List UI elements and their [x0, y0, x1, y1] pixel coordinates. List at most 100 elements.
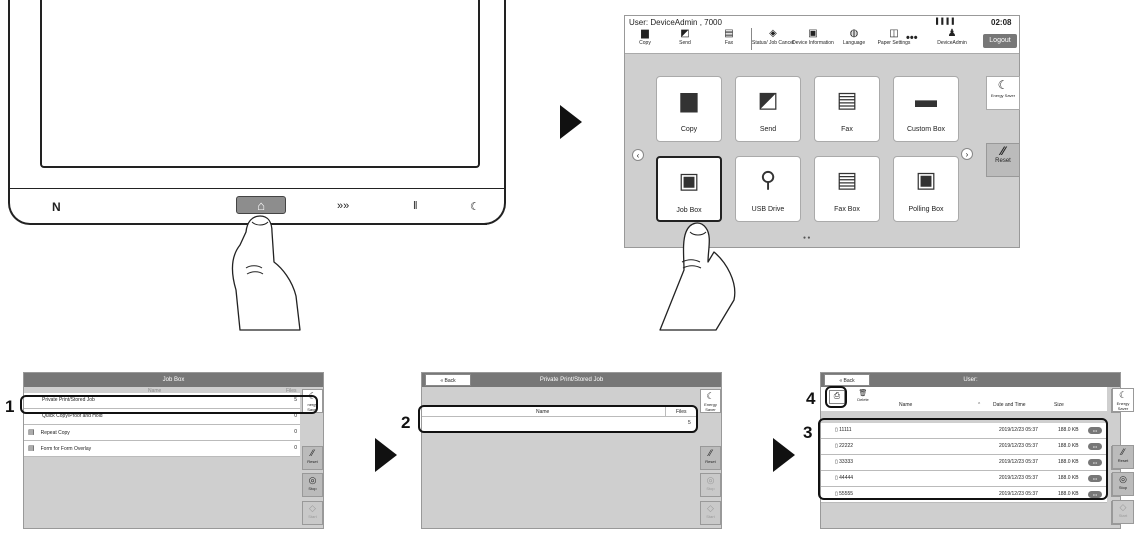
stop-button[interactable]: ◎Stop [302, 473, 323, 497]
print-button[interactable]: ⎙ [829, 390, 845, 404]
energy-saver-button[interactable]: ☾Energy Saver [700, 389, 721, 413]
step-arrow-icon [560, 105, 582, 139]
panel-key-line [451, 224, 487, 225]
start-icon: ◇ [707, 503, 714, 513]
start-button[interactable]: ◇Start [700, 501, 721, 525]
tile-polling-box[interactable]: ▣Polling Box [893, 156, 959, 222]
document-icon: ▯ [835, 443, 840, 449]
toolbar-paper-settings[interactable]: ◫Paper Settings [872, 28, 916, 46]
panel-touch-screen [40, 0, 480, 168]
tile-fax-box[interactable]: ▤Fax Box [814, 156, 880, 222]
nfc-icon: N [52, 200, 61, 214]
tile-fax[interactable]: ▤Fax [814, 76, 880, 142]
callout-box-1 [20, 395, 318, 414]
toolbar-device-info[interactable]: ▣Device Information [792, 28, 834, 46]
tile-usb-drive[interactable]: ⚲USB Drive [735, 156, 801, 222]
usb-icon: ⚲ [759, 167, 777, 192]
callout-box-2 [418, 405, 698, 433]
user-label: User: DeviceAdmin , 7000 [629, 18, 722, 27]
start-button[interactable]: ◇Start [302, 501, 323, 525]
copy-icon: ▆ [680, 87, 698, 112]
toolbar-fax[interactable]: ▤Fax [707, 28, 751, 46]
callout-box-3 [818, 418, 1108, 500]
fax-icon: ▤ [836, 87, 858, 112]
screen-title: Private Print/Stored Job [422, 373, 721, 387]
reset-icon: ⁄⁄ [310, 448, 314, 458]
start-icon: ◇ [309, 503, 316, 513]
reset-icon: ⁄⁄ [708, 448, 712, 458]
back-button[interactable]: « Back [425, 374, 471, 386]
toolbar-user[interactable]: ♟DeviceAdmin [930, 28, 974, 46]
chevron-right-icon[interactable]: › [961, 148, 973, 160]
home-key[interactable]: ⌂ [236, 196, 286, 214]
folder-icon: ▬ [915, 87, 937, 112]
chevron-left-icon[interactable]: ‹ [632, 149, 644, 161]
more-icon: ••• [1088, 459, 1102, 466]
panel-divider [10, 188, 504, 189]
reset-button[interactable]: ⁄⁄Reset [986, 143, 1020, 177]
tile-copy[interactable]: ▆Copy [656, 76, 722, 142]
energy-saver-key-icon[interactable]: ☾ [470, 201, 480, 213]
toolbar-separator [751, 28, 752, 50]
status-icon: ◈ [769, 28, 777, 39]
panel-key-line [383, 224, 449, 225]
finger-left [231, 215, 301, 331]
document-icon: ▯ [835, 475, 840, 481]
toolbar-send[interactable]: ◩Send [663, 28, 707, 46]
more-icon: ••• [1088, 475, 1102, 482]
more-icon[interactable]: ••• [906, 32, 918, 44]
language-icon: ◍ [849, 28, 859, 39]
sort-icon[interactable]: ⌃ [977, 402, 982, 408]
send-icon: ◩ [757, 87, 779, 112]
start-button[interactable]: ◇Start [1112, 500, 1134, 524]
toolbar-status[interactable]: ◈Status/ Job Cancel [752, 28, 794, 46]
signal-icon: ▌▌▌▌ [936, 19, 958, 25]
screen-title: Job Box [24, 373, 323, 387]
tile-send[interactable]: ◩Send [735, 76, 801, 142]
col-files: Files [286, 388, 297, 394]
reset-icon: ⁄⁄ [1000, 144, 1005, 158]
callout-number: 4 [806, 389, 816, 408]
document-icon: ▯ [835, 427, 840, 433]
col-date[interactable]: Date and Time [993, 402, 1026, 408]
reset-button[interactable]: ⁄⁄Reset [1112, 445, 1134, 469]
panel-key-line [310, 224, 378, 225]
tile-custom-box[interactable]: ▬Custom Box [893, 76, 959, 142]
col-files: Files [676, 409, 687, 415]
step-arrow-icon [375, 438, 397, 472]
energy-saver-button[interactable]: ☾Energy Saver [1112, 388, 1134, 412]
toolbar-language[interactable]: ◍Language [832, 28, 876, 46]
stop-button[interactable]: ◎Stop [1112, 472, 1134, 496]
reset-button[interactable]: ⁄⁄Reset [302, 446, 323, 470]
toolbar-copy[interactable]: ▆Copy [623, 28, 667, 46]
col-name[interactable]: Name [899, 402, 913, 408]
trash-icon: 🗑 [858, 390, 868, 397]
moon-icon: ☾ [1118, 390, 1128, 400]
col-size[interactable]: Size [1054, 402, 1064, 408]
user-icon: ♟ [947, 28, 957, 39]
delete-button[interactable]: 🗑Delete [853, 389, 873, 402]
repeat-copy-icon: ▤ [28, 429, 35, 436]
energy-saver-button[interactable]: ☾Energy Saver [986, 76, 1020, 110]
stop-button[interactable]: ◎Stop [700, 473, 721, 497]
logout-button[interactable]: Logout [983, 34, 1017, 48]
more-icon: ••• [1088, 491, 1102, 498]
home-icon: ⌂ [257, 198, 265, 213]
back-button[interactable]: « Back [824, 374, 870, 386]
private-print-screen: Private Print/Stored Job « Back Name Fil… [421, 372, 722, 529]
reset-button[interactable]: ⁄⁄Reset [700, 446, 721, 470]
stop-icon: ◎ [308, 475, 317, 485]
tile-job-box[interactable]: ▣Job Box [656, 156, 722, 222]
callout-number: 1 [5, 397, 15, 416]
clock: 02:08 [991, 18, 1012, 27]
polling-box-icon: ▣ [915, 167, 937, 192]
job-box-screen: Job Box Name Files Private Print/Stored … [23, 372, 324, 529]
